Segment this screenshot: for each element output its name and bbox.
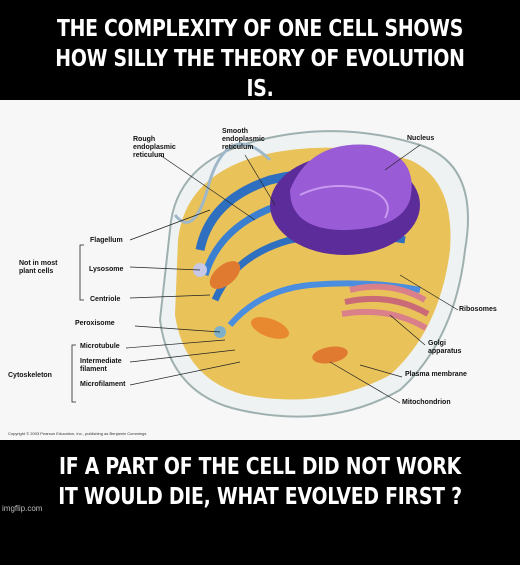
label-microfilament: Microfilament [80, 381, 126, 388]
label-lysosome: Lysosome [89, 266, 124, 273]
top-caption: THE COMPLEXITY OF ONE CELL SHOWS HOW SIL… [47, 14, 473, 104]
label-smooth-er: Smooth endoplasmic reticulum [222, 128, 265, 151]
label-cytoskeleton: Cytoskeleton [8, 372, 52, 379]
label-not-in-most-plant-cells: Not in most plant cells [19, 260, 58, 275]
cell-diagram-panel: Rough endoplasmic reticulum Smooth endop… [0, 100, 520, 440]
label-plasma-membrane: Plasma membrane [405, 371, 467, 378]
mitochondrion-shape-2 [250, 317, 290, 339]
imgflip-watermark: imgflip.com [2, 504, 43, 513]
label-nucleus: Nucleus [407, 135, 435, 142]
bottom-caption-line-2: IT WOULD DIE, WHAT EVOLVED FIRST ? [58, 484, 462, 510]
bottom-caption-line-1: IF A PART OF THE CELL DID NOT WORK [58, 454, 462, 480]
plant-cells-bracket [79, 244, 84, 301]
flagellum-shape [173, 142, 272, 224]
label-intermediate-filament: Intermediate filament [80, 358, 122, 373]
leader-lines [125, 144, 459, 404]
label-peroxisome: Peroxisome [75, 320, 115, 327]
label-golgi-apparatus: Golgi apparatus [428, 340, 462, 355]
nucleolus-detail [299, 185, 389, 219]
label-mitochondrion: Mitochondrion [402, 399, 451, 406]
top-caption-line-1: THE COMPLEXITY OF ONE CELL SHOWS [56, 16, 464, 42]
top-caption-line-2: HOW SILLY THE THEORY OF EVOLUTION IS. [55, 46, 465, 102]
bottom-caption: IF A PART OF THE CELL DID NOT WORK IT WO… [47, 452, 473, 512]
golgi-apparatus-shape [341, 283, 430, 331]
label-ribosomes: Ribosomes [459, 306, 497, 313]
copyright-notice: Copyright © 2003 Pearson Education, Inc.… [8, 431, 147, 436]
label-centriole: Centriole [90, 296, 121, 303]
label-rough-er: Rough endoplasmic reticulum [133, 136, 176, 159]
mitochondrion-shape-1 [209, 261, 241, 289]
animal-cell-illustration [71, 130, 469, 418]
label-flagellum: Flagellum [90, 237, 123, 244]
label-microtubule: Microtubule [80, 343, 120, 350]
mitochondrion-shape-3 [312, 346, 348, 364]
cytoskeleton-bracket [71, 344, 76, 403]
